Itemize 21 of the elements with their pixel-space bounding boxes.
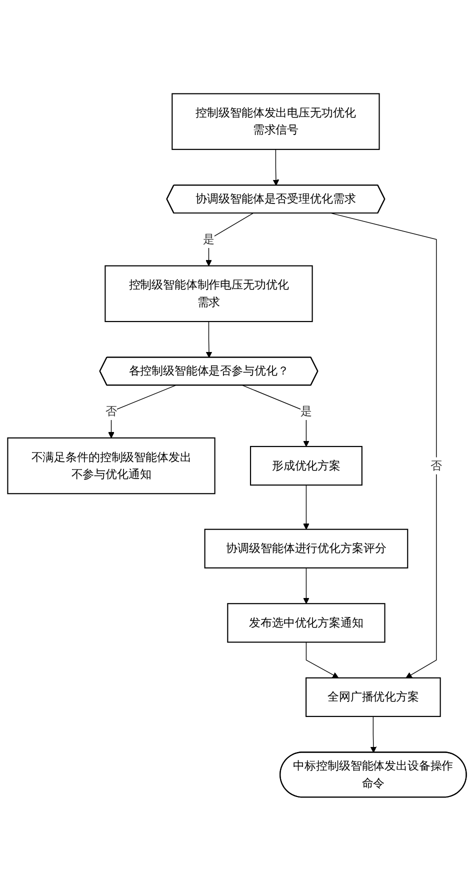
node-box: 全网广播优化方案: [306, 676, 441, 717]
arrow: [272, 148, 280, 186]
edge-label: 是: [300, 404, 312, 418]
arrow: [370, 716, 377, 752]
edge-label: 否: [106, 404, 117, 418]
arrow: [303, 484, 310, 530]
node-box: 发布选中优化方案通知: [227, 602, 386, 642]
arrow: [206, 320, 212, 358]
node-box: 协调级智能体进行优化方案评分: [204, 528, 408, 568]
arrow: [331, 212, 437, 678]
node-box: 控制级智能体发出电压无功优化需求信号: [172, 92, 380, 150]
arrow: [108, 384, 176, 438]
arrow: [206, 212, 254, 266]
arrow: [242, 384, 310, 446]
edge-label: 否: [430, 458, 442, 472]
node-box: 形成优化方案: [250, 446, 362, 486]
node-box: 控制级智能体制作电压无功优化需求: [104, 264, 313, 322]
node-box: 不满足条件的控制级智能体发出不参与优化通知: [7, 436, 216, 494]
arrow: [306, 641, 339, 678]
edge-label: 是: [203, 232, 214, 246]
arrow: [303, 567, 310, 604]
